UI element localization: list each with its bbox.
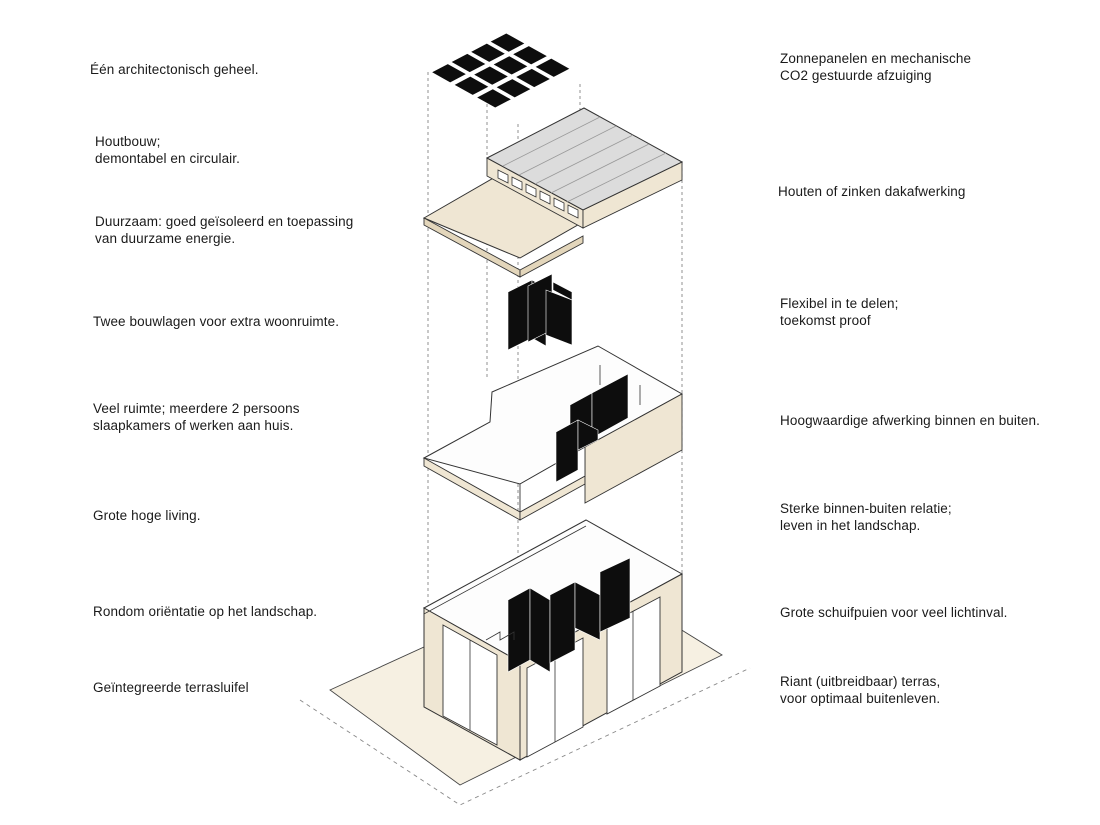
roof	[422, 107, 684, 278]
annotation-canopy: Geïntegreerde terrasluifel	[93, 680, 249, 695]
solar-panel-module	[471, 43, 505, 62]
annotation-living: Grote hoge living.	[93, 508, 201, 523]
solar-panels	[432, 33, 570, 108]
annotation-two-floors: Twee bouwlagen voor extra woonruimte.	[93, 314, 340, 329]
annotation-bedrooms: Veel ruimte; meerdere 2 persoons slaapka…	[93, 401, 300, 433]
annotation-flexible: Flexibel in te delen; toekomst proof	[780, 296, 899, 328]
annotation-roof-finish: Houten of zinken dakafwerking	[778, 184, 966, 199]
partition-modules	[507, 273, 573, 351]
solar-panel-module	[496, 79, 531, 98]
first-floor	[422, 345, 684, 521]
annotation-solar-panels: Zonnepanelen en mechanische CO2 gestuurd…	[780, 51, 972, 83]
solar-panel-module	[474, 66, 508, 85]
annotation-finish-quality: Hoogwaardige afwerking binnen en buiten.	[780, 413, 1040, 428]
annotation-terrace: Riant (uitbreidbaar) terras, voor optima…	[780, 674, 941, 706]
solar-panel-module	[535, 58, 570, 77]
solar-panel-module	[451, 53, 486, 73]
solar-panel-module	[432, 64, 466, 83]
annotation-sliding-doors: Grote schuifpuien voor veel lichtinval.	[780, 605, 1008, 620]
annotation-timber-construction: Houtbouw; demontabel en circulair.	[95, 134, 240, 166]
solar-panel-module	[454, 76, 489, 95]
ground-floor	[422, 519, 684, 761]
solar-panel-module	[490, 33, 525, 52]
annotation-architectural-whole: Één architectonisch geheel.	[90, 62, 259, 77]
solar-panel-module	[513, 46, 547, 65]
annotation-orientation: Rondom oriëntatie op het landschap.	[93, 604, 318, 619]
solar-panel-module	[516, 68, 550, 88]
annotation-sustainable: Duurzaam: goed geïsoleerd en toepassing …	[95, 214, 354, 246]
annotation-indoor-outdoor: Sterke binnen-buiten relatie; leven in h…	[780, 501, 952, 533]
solar-panel-module	[477, 89, 511, 108]
solar-panel-module	[493, 56, 528, 75]
